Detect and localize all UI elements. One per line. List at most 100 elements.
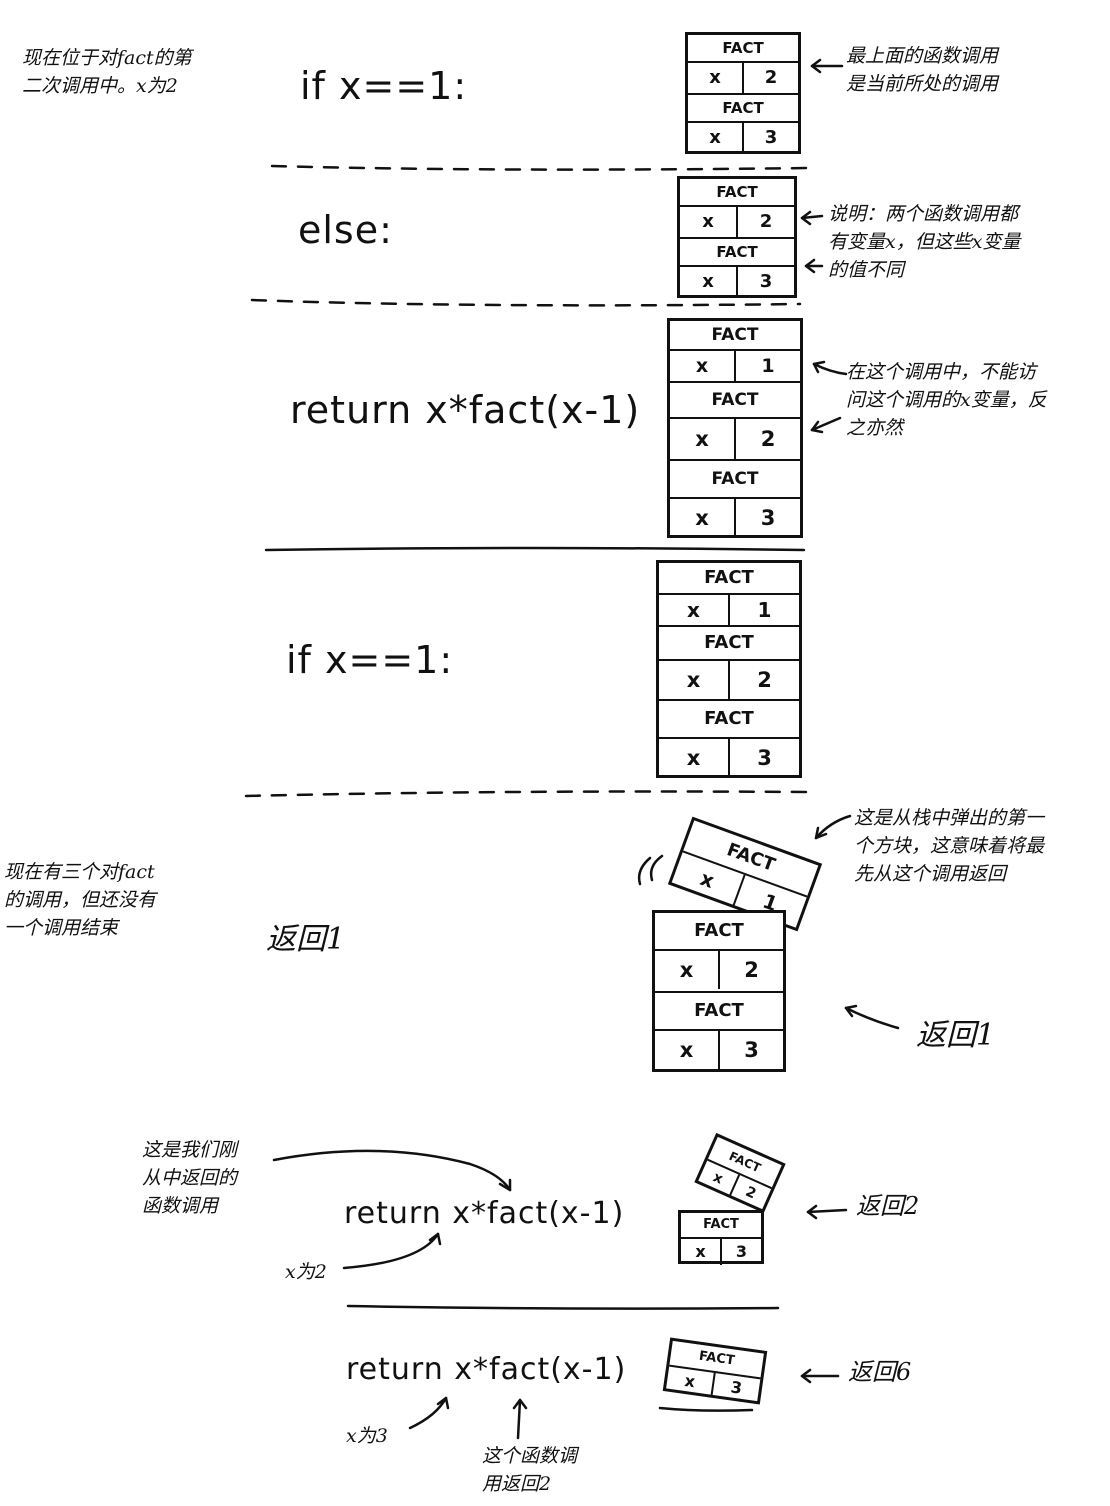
note-line: 二次调用中。x为2 (22, 75, 178, 97)
note-line: 现在位于对fact的第 (22, 47, 192, 69)
note-line: 这是从栈中弹出的第一 (854, 807, 1045, 829)
stack-baseline (658, 1406, 754, 1412)
arrow (844, 1006, 900, 1030)
variable-name: x (680, 207, 738, 237)
note-line: 这个函数调 (482, 1445, 578, 1467)
arrow (806, 1208, 848, 1214)
code-else: else: (298, 208, 393, 252)
arrow-head (810, 58, 822, 74)
variable-name: x (688, 123, 744, 153)
variable-value: 2 (759, 211, 773, 232)
note-x-is-3: x为3 (346, 1425, 388, 1447)
frame-name: FACT (688, 95, 798, 123)
frame-name: FACT (655, 913, 783, 951)
frame-name: FACT (681, 1213, 761, 1239)
note-line: 是当前所处的调用 (846, 73, 999, 95)
code-return-3: return x*fact(x-1) (346, 1352, 627, 1387)
variable-name: x (659, 595, 730, 625)
variable-name: x (655, 951, 720, 989)
frame-name: FACT (688, 35, 798, 63)
note-line: 问这个调用的x变量，反 (846, 389, 1047, 411)
note-line: 一个调用结束 (4, 917, 119, 939)
code-if-2: if x==1: (286, 638, 454, 682)
return-label-1: 返回1 (916, 1018, 996, 1053)
arrow-head (498, 1178, 512, 1192)
note-second-call: 现在位于对fact的第 二次调用中。x为2 (22, 44, 192, 100)
dashed-divider (270, 164, 812, 171)
variable-name: x (670, 419, 736, 459)
variable-value: 3 (764, 127, 778, 148)
variable-value: 2 (760, 427, 776, 451)
note-line: 之亦然 (846, 417, 904, 439)
note-line: 这是我们刚 (142, 1139, 238, 1161)
frame-name: FACT (659, 701, 799, 739)
arrow (812, 362, 848, 376)
arrow (342, 1232, 440, 1270)
variable-value: 2 (757, 668, 772, 692)
note-line: 从中返回的 (142, 1167, 238, 1189)
note-line: 先从这个调用返回 (854, 863, 1007, 885)
code-return-1: return x*fact(x-1) (290, 388, 641, 432)
frame-name: FACT (670, 461, 800, 499)
code-if-1: if x==1: (300, 64, 468, 108)
arrow-head (800, 1368, 812, 1384)
note-line: 现在有三个对fact (4, 861, 155, 883)
variable-value: 3 (735, 1242, 748, 1261)
note-line: 有变量x，但这些x变量 (828, 231, 1021, 253)
arrow-head (810, 420, 824, 434)
frame-name: FACT (655, 993, 783, 1031)
arrow-head (428, 1232, 442, 1246)
frame-name: FACT (659, 627, 799, 661)
variable-value: 1 (761, 355, 775, 377)
arrow-head (436, 1396, 450, 1410)
arrow-head (800, 210, 812, 226)
note-line: 最上面的函数调用 (846, 45, 999, 67)
note-two-calls: 说明：两个函数调用都 有变量x，但这些x变量 的值不同 (828, 200, 1020, 284)
note-line: 的值不同 (828, 259, 905, 281)
arrow-head (812, 360, 826, 374)
arrow (814, 814, 852, 840)
return-label-6: 返回6 (848, 1358, 912, 1386)
code-return-2: return x*fact(x-1) (344, 1196, 625, 1231)
arrow-head (814, 826, 828, 840)
note-three-calls: 现在有三个对fact 的调用，但还没有 一个调用结束 (4, 858, 156, 942)
variable-value: 1 (757, 598, 772, 622)
variable-value: 2 (764, 67, 778, 88)
note-line: 说明：两个函数调用都 (828, 203, 1019, 225)
variable-name: x (680, 267, 738, 297)
arrow-head (804, 258, 816, 274)
arrow (516, 1398, 522, 1440)
arrow (272, 1149, 512, 1192)
variable-name: x (670, 351, 736, 381)
note-line: 个方块，这意味着将最 (854, 835, 1045, 857)
frame-name: FACT (680, 179, 794, 207)
dashed-divider (250, 298, 802, 307)
variable-value: 2 (744, 958, 759, 982)
note-line: 函数调用 (142, 1195, 219, 1217)
variable-name: x (688, 63, 744, 93)
note-just-returned: 这是我们刚 从中返回的 函数调用 (142, 1136, 237, 1220)
